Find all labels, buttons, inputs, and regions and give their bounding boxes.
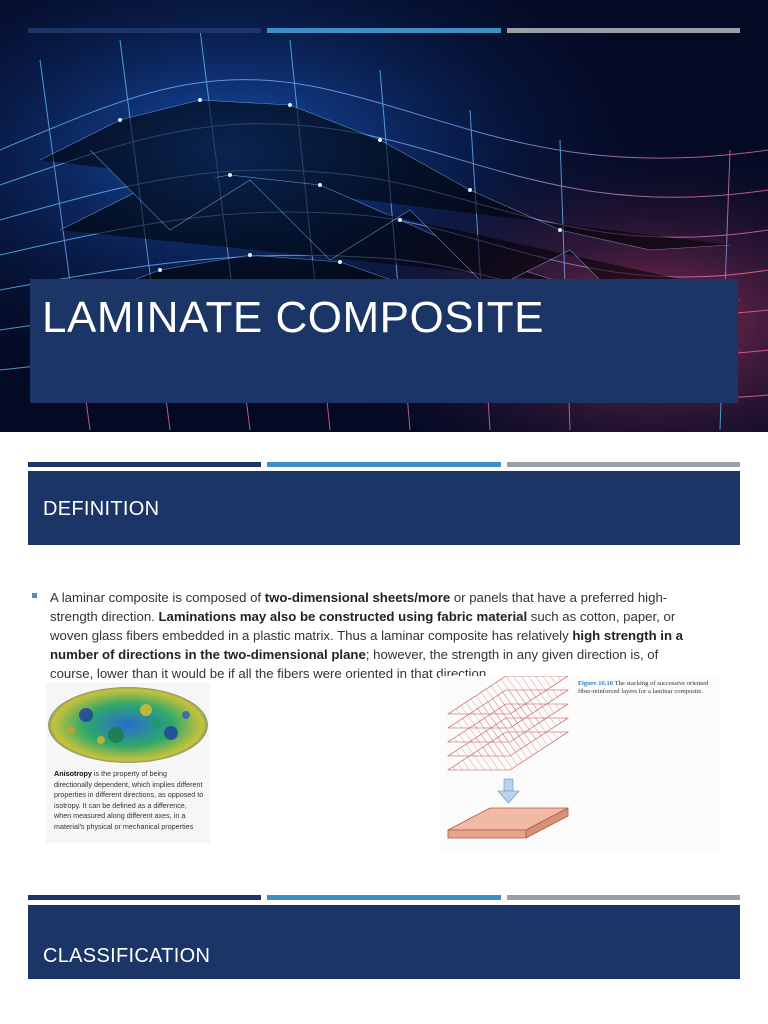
title-box: LAMINATE COMPOSITE	[30, 279, 738, 403]
definition-paragraph: A laminar composite is composed of two-d…	[50, 590, 684, 681]
classification-slide: CLASSIFICATION	[0, 892, 768, 1024]
section-title: CLASSIFICATION	[43, 945, 211, 967]
anisotropy-caption: Anisotropy is the property of being dire…	[54, 769, 204, 831]
accent-bars	[28, 28, 740, 33]
section-header: DEFINITION	[28, 471, 740, 545]
title-slide: LAMINATE COMPOSITE	[0, 0, 768, 432]
arrow-down-icon	[497, 778, 520, 804]
section-title: DEFINITION	[43, 498, 160, 520]
laminate-stack-diagram	[446, 676, 570, 839]
accent-bars	[28, 895, 740, 900]
accent-bars	[28, 462, 740, 467]
anisotropy-figure: Anisotropy is the property of being dire…	[46, 683, 210, 843]
slide-title: LAMINATE COMPOSITE	[42, 293, 545, 342]
laminate-figure: Figure 16.16 The stacking of successive …	[440, 676, 720, 850]
sky-map-image	[48, 687, 208, 763]
section-header: CLASSIFICATION	[28, 905, 740, 979]
definition-slide: DEFINITION A laminar composite is compos…	[0, 433, 768, 891]
figure-caption: Figure 16.16 The stacking of successive …	[578, 680, 709, 695]
bullet-marker	[32, 591, 40, 599]
